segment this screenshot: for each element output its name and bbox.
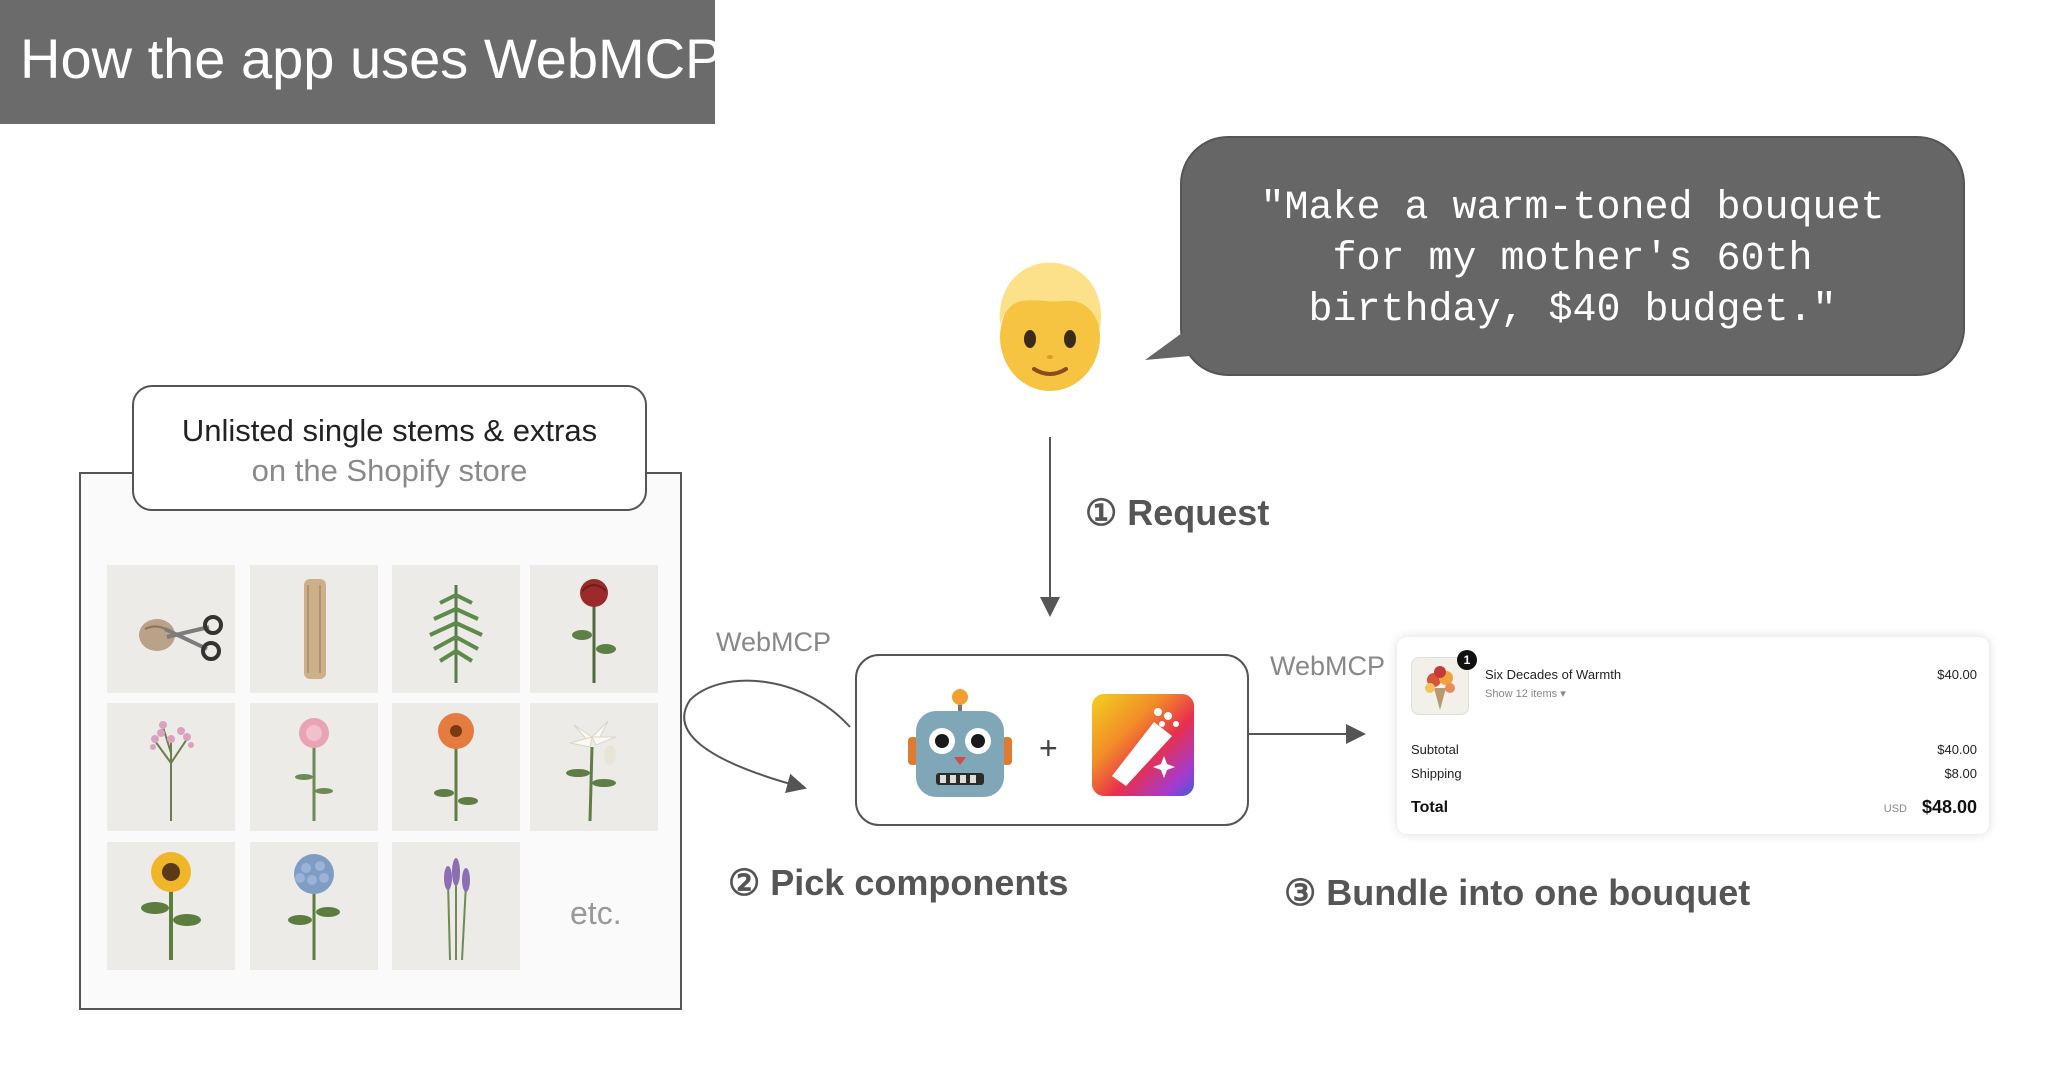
user-request-line-2: for my mother's 60th [1332,237,1813,282]
title-bar [0,0,715,124]
checkout-summary-card: 1 Six Decades of Warmth Show 12 items ▾ … [1397,637,1989,834]
step-bundle-label: ③ Bundle into one bouquet [1284,872,1751,913]
total-value: $48.00 [1921,797,1977,817]
product-sunflower [107,842,235,970]
quantity-badge: 1 [1457,650,1477,670]
page-title: How the app uses WebMCP [20,27,723,90]
plus-sign: + [1039,730,1058,766]
step-pick-label: ② Pick components [728,862,1069,903]
product-blue-hydrangea [250,842,378,970]
product-orange-gerbera [392,703,520,831]
bouquet-thumbnail [1411,657,1469,715]
bouquet-app-icon [1092,694,1194,796]
robot-icon [908,689,1012,797]
catalog-label: Unlisted single stems & extras on the Sh… [132,385,647,511]
product-pink-carnation [250,703,378,831]
webmcp-loop-arrow [683,679,851,794]
catalog-label-title: Unlisted single stems & extras [181,413,598,448]
shipping-label: Shipping [1411,766,1462,781]
show-items-toggle[interactable]: Show 12 items ▾ [1485,688,1566,700]
more-items-label: etc. [570,895,622,931]
catalog-label-subtitle: on the Shopify store [251,453,528,488]
product-kraft-paper-roll [250,565,378,693]
step-request-label: ① Request [1085,492,1270,533]
product-price: $40.00 [1937,667,1977,682]
subtotal-label: Subtotal [1411,742,1459,757]
webmcp-label-right: WebMCP [1270,651,1386,681]
user-request-line-3: birthday, $40 budget." [1308,288,1837,333]
shipping-value: $8.00 [1944,766,1977,781]
total-label: Total [1411,799,1449,816]
user-request-bubble: "Make a warm-toned bouquet for my mother… [1180,136,1965,376]
product-pink-waxflower [107,703,235,831]
product-red-rose [530,565,658,693]
product-white-lily [530,703,658,831]
subtotal-value: $40.00 [1937,742,1977,757]
product-name: Six Decades of Warmth [1485,667,1622,682]
user-icon [999,262,1102,391]
webmcp-label-left: WebMCP [716,627,832,657]
product-scissors-and-twine [107,565,235,693]
currency-code: USD [1883,803,1907,815]
product-lavender [392,842,520,970]
product-fern [392,565,520,693]
user-request-line-1: "Make a warm-toned bouquet [1260,186,1885,231]
